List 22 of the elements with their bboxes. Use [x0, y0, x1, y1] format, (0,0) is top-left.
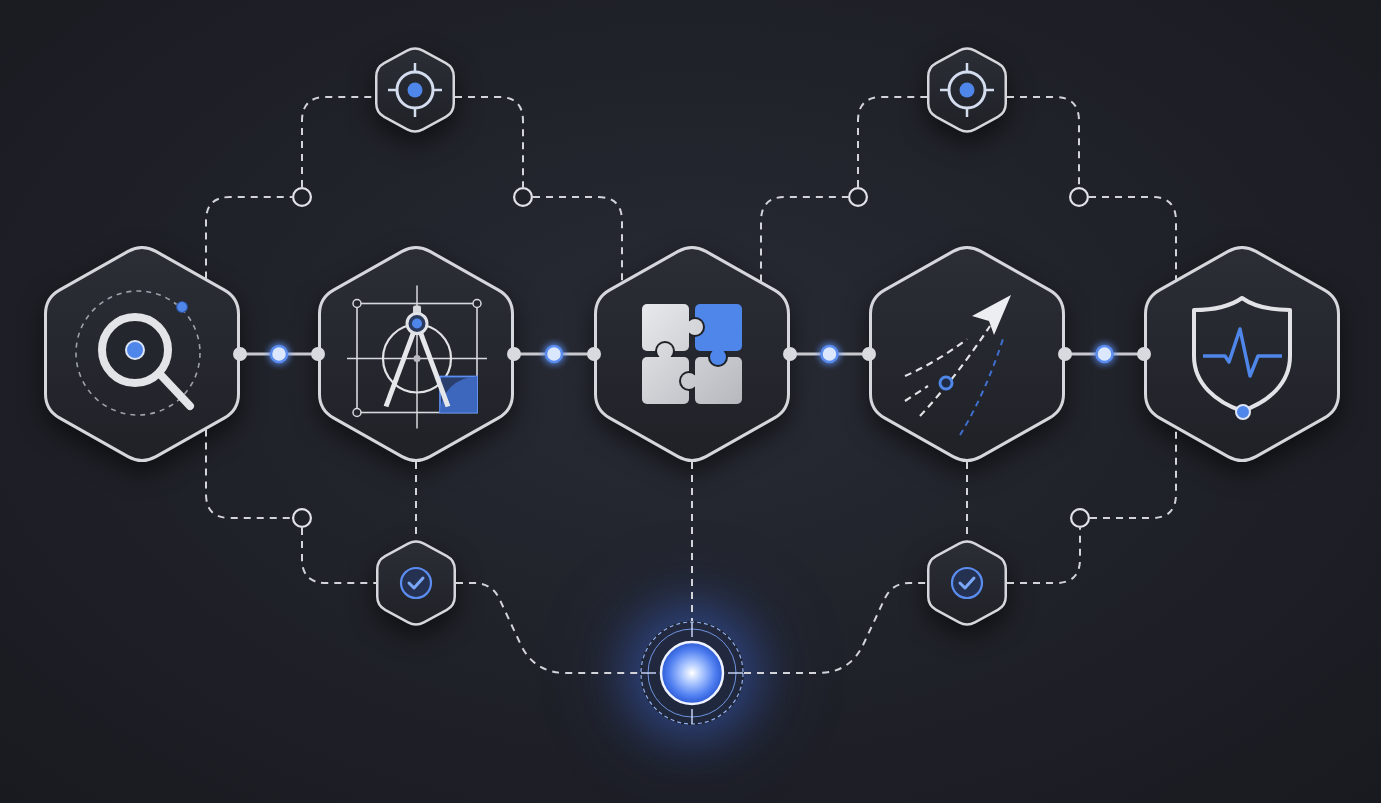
junction-ring [292, 508, 312, 528]
hexagon-node [927, 538, 1007, 628]
dashed-connector [857, 96, 928, 188]
dashed-connector [743, 582, 928, 674]
junction-ring [292, 187, 312, 207]
junction-ring [1069, 187, 1089, 207]
junction-ring [1070, 508, 1090, 528]
dashed-connector [760, 196, 849, 283]
dashed-connector [301, 527, 377, 584]
hexagon-node [376, 538, 456, 628]
glowing-orb [640, 621, 744, 725]
dashed-connector [205, 196, 293, 280]
junction-ring [513, 187, 533, 207]
dashed-connector [454, 96, 524, 188]
hexagon-node [927, 45, 1007, 135]
dashed-connector [1088, 196, 1177, 281]
dashed-connector [1006, 527, 1081, 584]
dashed-connector [691, 461, 693, 622]
junction-ring [848, 187, 868, 207]
hexagon-node [375, 45, 455, 135]
dashed-connector [532, 196, 623, 283]
dashed-connector [205, 428, 293, 519]
